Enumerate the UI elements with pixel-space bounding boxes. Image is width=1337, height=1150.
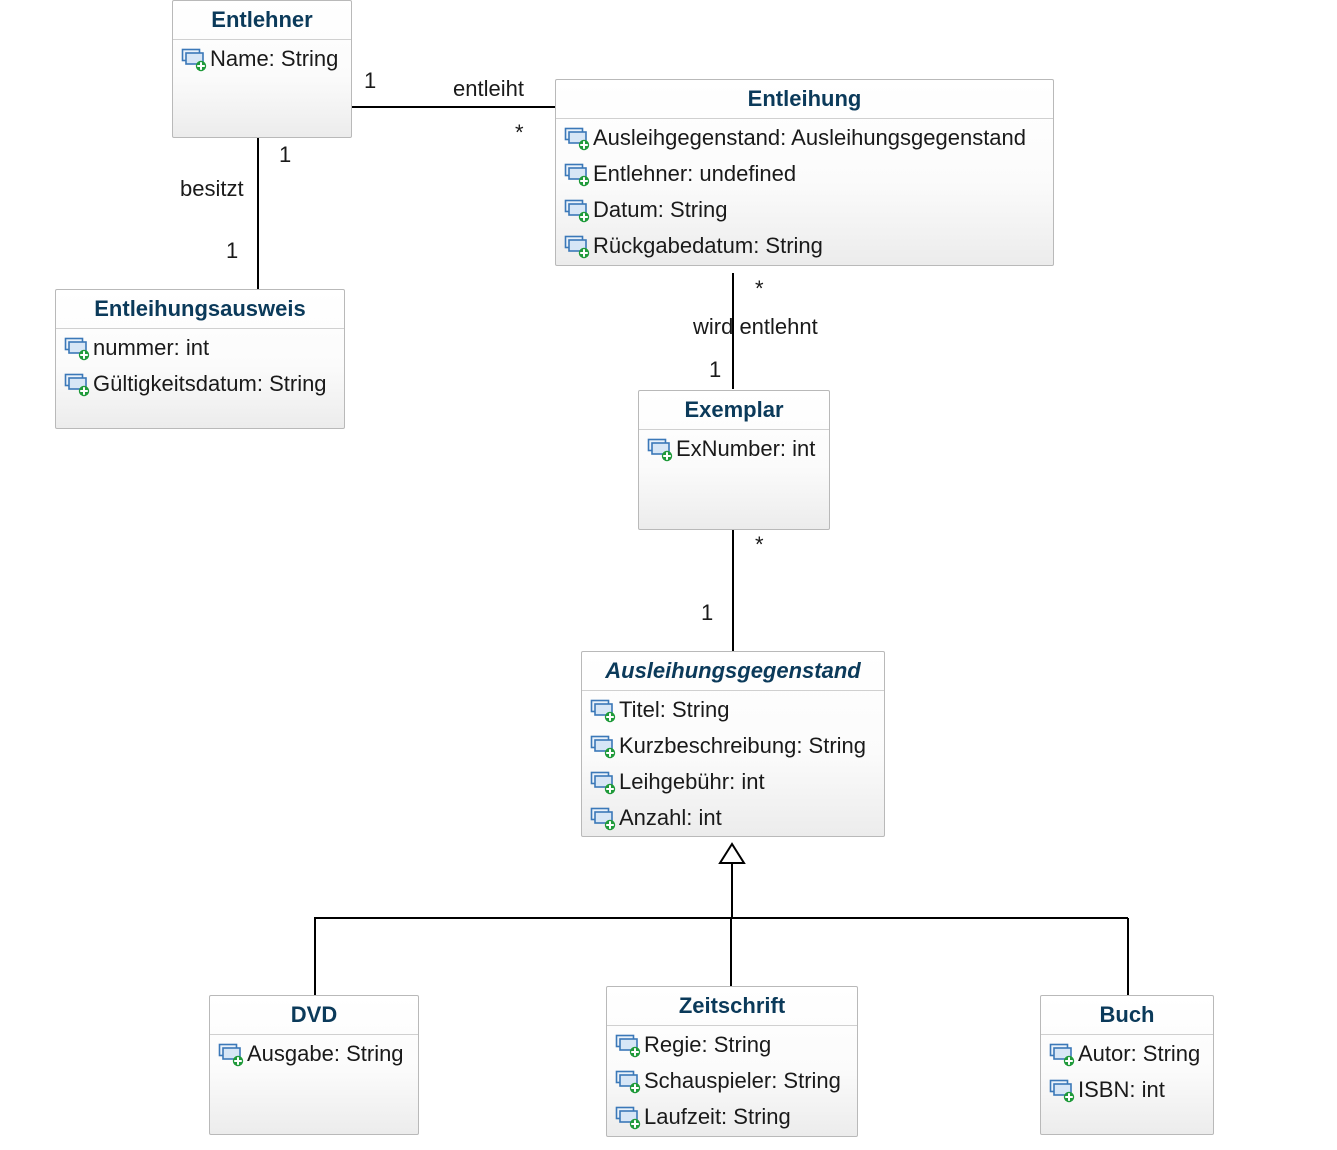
attribute-row[interactable]: Name: String: [173, 41, 351, 77]
assoc-label-wird-entlehnt: wird entlehnt: [693, 314, 818, 339]
attribute-text: Titel: String: [619, 697, 730, 722]
attribute-text: Schauspieler: String: [644, 1068, 841, 1093]
attribute-text: nummer: int: [93, 335, 210, 360]
attribute-text: Leihgebühr: int: [619, 769, 765, 794]
class-name: Entlehner: [173, 1, 351, 40]
attribute-text: Ausgabe: String: [247, 1041, 404, 1066]
attribute-row[interactable]: Datum: String: [556, 192, 1053, 228]
public-attribute-icon: [590, 697, 617, 724]
attribute-row[interactable]: Titel: String: [582, 692, 884, 728]
attribute-row[interactable]: Ausgabe: String: [210, 1036, 418, 1072]
mult-wird-entlehnt-source: *: [755, 276, 764, 301]
public-attribute-icon: [64, 371, 91, 398]
attribute-list: Ausgabe: String: [210, 1035, 418, 1072]
public-attribute-icon: [218, 1041, 245, 1068]
attribute-row[interactable]: Autor: String: [1041, 1036, 1213, 1072]
class-name: Buch: [1041, 996, 1213, 1035]
attribute-text: Gültigkeitsdatum: String: [93, 371, 327, 396]
attribute-text: Datum: String: [593, 197, 728, 222]
attribute-row[interactable]: ISBN: int: [1041, 1072, 1213, 1108]
class-name: Ausleihungsgegenstand: [582, 652, 884, 691]
attribute-row[interactable]: Regie: String: [607, 1027, 857, 1063]
attribute-text: Autor: String: [1078, 1041, 1201, 1066]
public-attribute-icon: [564, 197, 591, 224]
attribute-row[interactable]: Anzahl: int: [582, 800, 884, 836]
attribute-text: Kurzbeschreibung: String: [619, 733, 867, 758]
attribute-list: Name: String: [173, 40, 351, 77]
attribute-text: Rückgabedatum: String: [593, 233, 823, 258]
public-attribute-icon: [181, 46, 208, 73]
attribute-row[interactable]: Laufzeit: String: [607, 1099, 857, 1135]
class-exemplar[interactable]: Exemplar ExNumber: int: [638, 390, 830, 530]
mult-besitzt-target: 1: [226, 238, 239, 263]
attribute-row[interactable]: Kurzbeschreibung: String: [582, 728, 884, 764]
attribute-row[interactable]: nummer: int: [56, 330, 344, 366]
public-attribute-icon: [1049, 1041, 1076, 1068]
attribute-text: Entlehner: undefined: [593, 161, 797, 186]
mult-exemplar-gegenstand-source: *: [755, 532, 764, 557]
public-attribute-icon: [590, 805, 617, 832]
mult-exemplar-gegenstand-target: 1: [701, 600, 714, 625]
public-attribute-icon: [590, 733, 617, 760]
attribute-list: Ausleihgegenstand: Ausleihungsgegenstand…: [556, 119, 1053, 264]
public-attribute-icon: [590, 769, 617, 796]
mult-besitzt-source: 1: [279, 142, 292, 167]
mult-entleiht-target: *: [515, 120, 524, 145]
attribute-text: Ausleihgegenstand: Ausleihungsgegenstand: [593, 125, 1027, 150]
class-entleihung[interactable]: Entleihung Ausleihgegenstand: Ausleihung…: [555, 79, 1054, 266]
public-attribute-icon: [647, 436, 674, 463]
attribute-row[interactable]: Ausleihgegenstand: Ausleihungsgegenstand: [556, 120, 1053, 156]
public-attribute-icon: [64, 335, 91, 362]
attribute-text: Laufzeit: String: [644, 1104, 791, 1129]
attribute-text: ExNumber: int: [676, 436, 816, 461]
class-name: DVD: [210, 996, 418, 1035]
mult-entleiht-source: 1: [364, 68, 377, 93]
attribute-text: Anzahl: int: [619, 805, 722, 830]
class-entlehner[interactable]: Entlehner Name: String: [172, 0, 352, 138]
attribute-row[interactable]: Rückgabedatum: String: [556, 228, 1053, 264]
public-attribute-icon: [615, 1032, 642, 1059]
attribute-row[interactable]: Gültigkeitsdatum: String: [56, 366, 344, 402]
class-dvd[interactable]: DVD Ausgabe: String: [209, 995, 419, 1135]
public-attribute-icon: [564, 125, 591, 152]
attribute-row[interactable]: ExNumber: int: [639, 431, 829, 467]
public-attribute-icon: [615, 1068, 642, 1095]
class-name: Entleihung: [556, 80, 1053, 119]
public-attribute-icon: [564, 233, 591, 260]
public-attribute-icon: [1049, 1077, 1076, 1104]
attribute-row[interactable]: Schauspieler: String: [607, 1063, 857, 1099]
attribute-text: Name: String: [210, 46, 339, 71]
attribute-row[interactable]: Entlehner: undefined: [556, 156, 1053, 192]
assoc-label-entleiht: entleiht: [453, 76, 524, 101]
class-name: Zeitschrift: [607, 987, 857, 1026]
class-name: Entleihungsausweis: [56, 290, 344, 329]
public-attribute-icon: [564, 161, 591, 188]
attribute-text: Regie: String: [644, 1032, 772, 1057]
public-attribute-icon: [615, 1104, 642, 1131]
attribute-text: ISBN: int: [1078, 1077, 1165, 1102]
mult-wird-entlehnt-target: 1: [709, 357, 722, 382]
generalization-arrowhead: [718, 842, 746, 864]
attribute-list: ExNumber: int: [639, 430, 829, 467]
attribute-row[interactable]: Leihgebühr: int: [582, 764, 884, 800]
class-name: Exemplar: [639, 391, 829, 430]
assoc-label-besitzt: besitzt: [180, 176, 244, 201]
